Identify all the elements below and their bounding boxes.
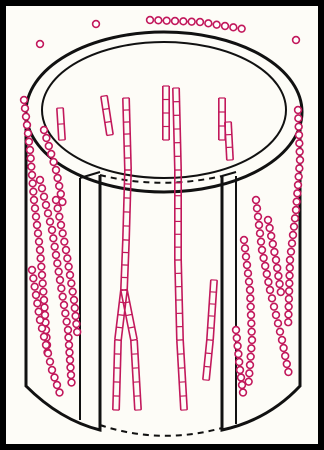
right-wall-top-edge [222, 172, 236, 176]
coccus-chain [293, 37, 300, 44]
filament [163, 86, 169, 140]
rim-inner [42, 42, 286, 178]
filament [101, 96, 113, 136]
filament [203, 280, 217, 381]
coccus-chain [93, 21, 100, 28]
filament [225, 122, 233, 160]
septate-filaments [57, 86, 233, 410]
filament [219, 98, 225, 140]
filament [173, 88, 187, 410]
coccoid-chains [21, 17, 304, 396]
coccus-chain [233, 327, 247, 396]
left-wall-top-edge [80, 172, 100, 178]
coccus-chain [37, 41, 44, 48]
rim-outer [26, 32, 302, 192]
cut-bottom-dashed [100, 425, 222, 436]
filament [121, 98, 131, 290]
coccus-chain [253, 197, 292, 376]
filament [57, 108, 65, 140]
coccus-chain [147, 17, 245, 32]
filament [121, 289, 141, 410]
